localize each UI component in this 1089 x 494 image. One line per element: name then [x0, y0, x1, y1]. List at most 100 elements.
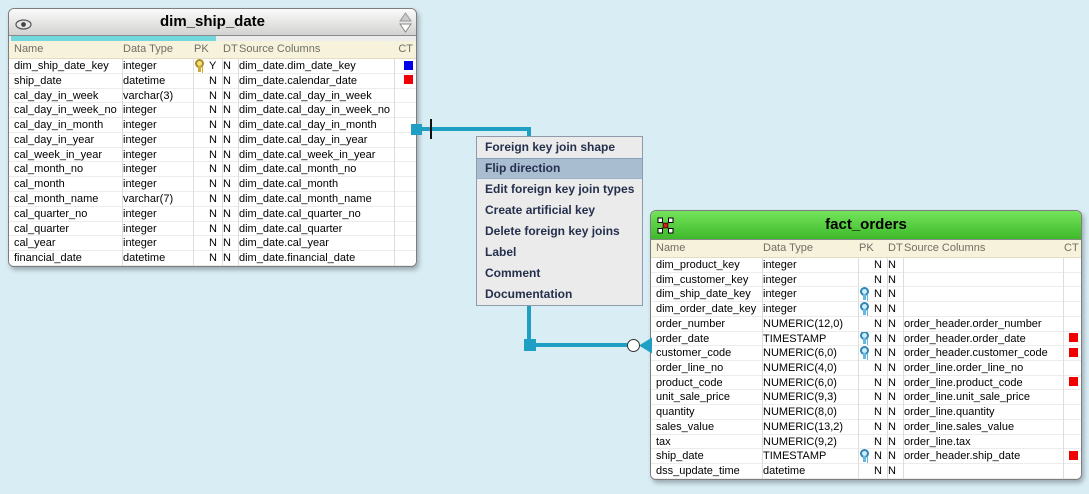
- table-header-fact-orders[interactable]: fact_orders: [651, 211, 1081, 240]
- table-row[interactable]: sales_value NUMERIC(13,2) N N order_line…: [651, 419, 1081, 435]
- table-row[interactable]: dim_ship_date_key integer Y N dim_date.d…: [9, 59, 416, 74]
- column-name: cal_day_in_week: [14, 88, 123, 104]
- table-row[interactable]: dss_update_time datetime N N: [651, 464, 1081, 479]
- table-row[interactable]: cal_day_in_week varchar(3) N N dim_date.…: [9, 88, 416, 104]
- column-datatype: integer: [123, 221, 194, 237]
- fk-join-line-horizontal-2[interactable]: [529, 343, 629, 347]
- column-source: dim_date.cal_quarter_no: [239, 206, 395, 222]
- table-row[interactable]: ship_date datetime N N dim_date.calendar…: [9, 73, 416, 89]
- menu-item[interactable]: Flip direction: [477, 158, 642, 179]
- column-dt: N: [888, 272, 904, 288]
- column-pk: N: [874, 346, 888, 362]
- key-icon: [859, 302, 869, 315]
- table-row[interactable]: cal_month_name varchar(7) N N dim_date.c…: [9, 192, 416, 207]
- table-row[interactable]: cal_day_in_year integer N N dim_date.cal…: [9, 132, 416, 148]
- col-header-source: Source Columns: [239, 43, 321, 55]
- table-row[interactable]: dim_ship_date_key integer N N: [651, 287, 1081, 303]
- column-name: cal_month: [14, 177, 123, 193]
- table-scrollbar-thumb[interactable]: [11, 36, 216, 41]
- column-datatype: integer: [123, 103, 194, 119]
- column-name: cal_quarter: [14, 221, 123, 237]
- table-row[interactable]: cal_month integer N N dim_date.cal_month: [9, 177, 416, 193]
- menu-item[interactable]: Foreign key join shape: [485, 140, 616, 154]
- menu-item[interactable]: Label: [485, 245, 517, 259]
- column-pk: N: [874, 258, 888, 273]
- column-pk: N: [209, 118, 223, 133]
- fk-join-bend-handle[interactable]: [524, 339, 536, 351]
- column-source: order_header.order_number: [904, 316, 1064, 332]
- menu-item[interactable]: Create artificial key: [485, 203, 596, 217]
- column-source: dim_date.cal_month_name: [239, 192, 395, 207]
- table-row[interactable]: order_date TIMESTAMP N N order_header.or…: [651, 331, 1081, 347]
- column-source: dim_date.cal_day_in_week_no: [239, 103, 395, 119]
- table-row[interactable]: dim_order_date_key integer N N: [651, 302, 1081, 317]
- column-name: cal_month_no: [14, 162, 123, 178]
- table-fact-orders[interactable]: fact_orders Name Data Type PK DT Source …: [650, 210, 1082, 480]
- column-pk: N: [874, 464, 888, 479]
- table-row[interactable]: quantity NUMERIC(8,0) N N order_line.qua…: [651, 405, 1081, 420]
- table-row[interactable]: cal_quarter integer N N dim_date.cal_qua…: [9, 221, 416, 237]
- fk-join-start-handle[interactable]: [411, 124, 422, 135]
- table-row[interactable]: cal_week_in_year integer N N dim_date.ca…: [9, 147, 416, 163]
- table-row[interactable]: dim_product_key integer N N: [651, 258, 1081, 273]
- table-row[interactable]: dim_customer_key integer N N: [651, 272, 1081, 288]
- table-row[interactable]: customer_code NUMERIC(6,0) N N order_hea…: [651, 346, 1081, 362]
- column-datatype: datetime: [123, 251, 194, 266]
- column-name: unit_sale_price: [656, 390, 763, 406]
- ct-flag: [1069, 347, 1078, 357]
- column-datatype: integer: [763, 302, 859, 317]
- column-name: ship_date: [656, 449, 763, 465]
- table-row[interactable]: ship_date TIMESTAMP N N order_header.shi…: [651, 449, 1081, 465]
- menu-item[interactable]: Comment: [485, 266, 541, 280]
- column-datatype: integer: [763, 272, 859, 288]
- menu-item[interactable]: Delete foreign key joins: [485, 224, 620, 238]
- table-row[interactable]: cal_day_in_week_no integer N N dim_date.…: [9, 103, 416, 119]
- collapse-up-icon: [399, 12, 412, 22]
- column-pk: N: [874, 272, 888, 288]
- column-datatype: varchar(3): [123, 88, 194, 104]
- ct-flag: [1069, 377, 1078, 387]
- column-source: [904, 464, 1064, 479]
- table-dim-ship-date[interactable]: dim_ship_date Name Data Type PK DT Sourc…: [8, 8, 417, 267]
- column-name: cal_day_in_week_no: [14, 103, 123, 119]
- table-row[interactable]: cal_year integer N N dim_date.cal_year: [9, 236, 416, 252]
- column-name: customer_code: [656, 346, 763, 362]
- menu-item[interactable]: Edit foreign key join types: [485, 182, 635, 196]
- table-row[interactable]: unit_sale_price NUMERIC(9,3) N N order_l…: [651, 390, 1081, 406]
- column-datatype: integer: [123, 236, 194, 252]
- col-header-name: Name: [14, 43, 44, 55]
- table-row[interactable]: product_code NUMERIC(6,0) N N order_line…: [651, 375, 1081, 391]
- column-dt: N: [223, 192, 239, 207]
- collapse-arrows[interactable]: [399, 11, 412, 42]
- table-row[interactable]: cal_month_no integer N N dim_date.cal_mo…: [9, 162, 416, 178]
- key-icon: [859, 287, 869, 301]
- column-pk: N: [209, 132, 223, 148]
- table-row[interactable]: financial_date datetime N N dim_date.fin…: [9, 251, 416, 266]
- key-icon: [194, 59, 204, 72]
- column-name: dim_ship_date_key: [656, 287, 763, 303]
- table-row[interactable]: cal_quarter_no integer N N dim_date.cal_…: [9, 206, 416, 222]
- column-dt: N: [223, 88, 239, 104]
- column-pk: N: [209, 192, 223, 207]
- table-row[interactable]: tax NUMERIC(9,2) N N order_line.tax: [651, 434, 1081, 450]
- table-header-dim-ship-date[interactable]: dim_ship_date: [9, 9, 416, 36]
- table-scrollbar[interactable]: [9, 36, 416, 41]
- column-source: dim_date.cal_day_in_month: [239, 118, 395, 133]
- col-header-dt: DT: [888, 242, 903, 254]
- column-source: dim_date.cal_day_in_year: [239, 132, 395, 148]
- fk-join-line-horizontal-1[interactable]: [415, 127, 531, 131]
- column-name: sales_value: [656, 419, 763, 435]
- menu-item[interactable]: Documentation: [485, 287, 573, 301]
- column-name: dss_update_time: [656, 464, 763, 479]
- table-row[interactable]: order_line_no NUMERIC(4,0) N N order_lin…: [651, 361, 1081, 376]
- table-row[interactable]: cal_day_in_month integer N N dim_date.ca…: [9, 118, 416, 133]
- column-dt: N: [888, 419, 904, 435]
- table-row[interactable]: order_number NUMERIC(12,0) N N order_hea…: [651, 316, 1081, 332]
- eye-icon[interactable]: [15, 13, 32, 39]
- column-dt: N: [223, 162, 239, 178]
- col-header-pk: PK: [859, 242, 874, 254]
- ct-flag: [1069, 450, 1078, 460]
- column-pk: N: [209, 206, 223, 222]
- column-source: order_line.unit_sale_price: [904, 390, 1064, 406]
